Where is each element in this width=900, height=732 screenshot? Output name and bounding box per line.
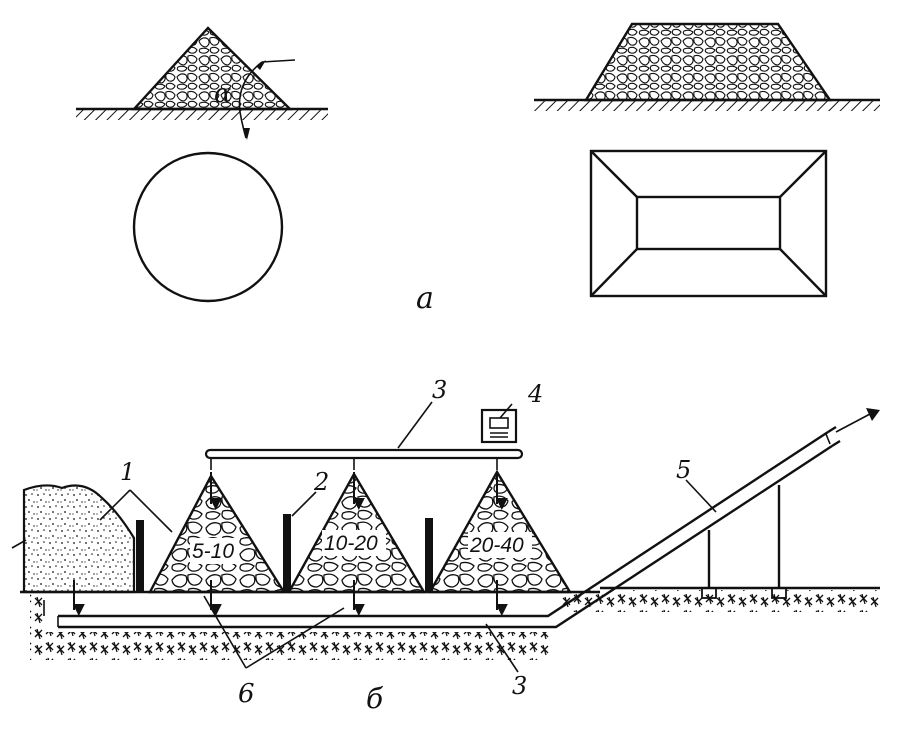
leader-6b xyxy=(245,607,345,669)
panel-a-label: а xyxy=(416,281,434,316)
prismatic-pile-plan xyxy=(589,149,828,298)
leader-3-bottom xyxy=(485,623,519,673)
support-footing-2 xyxy=(771,587,787,599)
leader-1b xyxy=(129,489,173,533)
soil-hatch-left xyxy=(30,594,44,636)
separating-wall-3 xyxy=(425,518,433,592)
angle-leader xyxy=(261,59,296,63)
label-5: 5 xyxy=(676,456,691,484)
panel-b-label: б xyxy=(366,682,384,715)
label-1: 1 xyxy=(120,458,135,486)
support-footing-1 xyxy=(701,587,717,599)
leader-3-top xyxy=(397,401,433,449)
conveyor-direction-line xyxy=(835,413,871,433)
tunnel-conveyor-upper xyxy=(58,430,829,618)
ground-hatch-left xyxy=(76,110,328,120)
pile-label-10-20: 10-20 xyxy=(324,532,378,555)
ground-hatch-right xyxy=(534,101,880,111)
overhead-conveyor xyxy=(204,448,524,460)
angle-alpha-label: α xyxy=(214,79,232,109)
conveyor-direction-arrow-icon xyxy=(866,408,880,421)
leader-2 xyxy=(291,491,317,517)
separating-wall-1 xyxy=(136,520,144,592)
pile-5-10 xyxy=(148,473,287,594)
label-2: 2 xyxy=(313,468,329,496)
pile-label-5-10: 5-10 xyxy=(192,540,234,563)
leader-6a xyxy=(203,595,247,669)
label-6: 6 xyxy=(238,679,255,709)
sand-heap xyxy=(22,484,136,594)
prismatic-pile-elevation xyxy=(534,22,880,111)
conical-pile-elevation: α xyxy=(76,26,328,140)
cone-pile xyxy=(131,26,293,111)
angle-arrow-icon xyxy=(256,60,266,70)
leader-4 xyxy=(499,403,513,419)
separating-wall-2 xyxy=(283,514,291,592)
tunnel-conveyor-lower xyxy=(58,444,833,629)
label-4: 4 xyxy=(527,380,543,408)
pile-label-20-40: 20-40 xyxy=(469,534,524,557)
trapezoid-pile xyxy=(583,22,833,102)
leader-5 xyxy=(685,479,717,513)
soil-hatch xyxy=(30,632,550,660)
leader-1a xyxy=(99,489,131,521)
label-3-top: 3 xyxy=(432,376,447,404)
soil-hatch-right xyxy=(560,590,880,612)
cone-pile-plan-circle xyxy=(132,151,284,303)
sand-heap-leader xyxy=(11,539,27,549)
angle-arrow-icon-2 xyxy=(243,128,250,140)
label-3-bottom: 3 xyxy=(512,672,527,700)
